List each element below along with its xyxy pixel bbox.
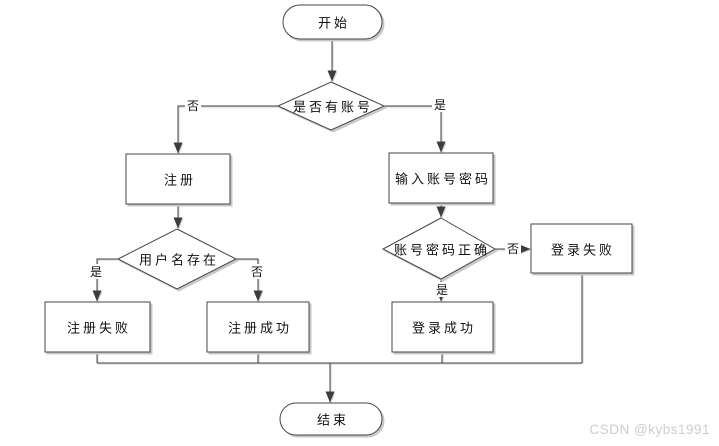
node-login-fail-process [530,223,633,274]
edge-username-exists-no-to-register-success [236,258,263,302]
edge-label-bg [185,98,201,113]
nodes [44,4,633,436]
node-username-exists-decision [116,228,238,290]
edge-label-bg [434,282,450,297]
register-label: 注册 [164,173,196,188]
username-exists-yes-label: 是 [90,265,102,279]
node-register-process [125,153,231,205]
credentials-correct-label: 账号密码正确 [394,243,490,258]
input-credentials-label: 输入账号密码 [395,172,491,187]
login-success-label: 登录成功 [412,321,476,336]
has-account-yes-label: 是 [434,98,446,112]
edge-label-bg [88,264,104,279]
username-exists-label: 用户名存在 [139,253,219,268]
node-register-fail-process [44,301,151,353]
node-has-account-decision [276,81,386,131]
node-login-success-process [391,301,494,353]
login-fail-label: 登录失败 [551,243,615,258]
end-label: 结束 [317,413,349,428]
edge-label-bg [505,241,521,256]
username-exists-no-label: 否 [251,265,263,279]
register-fail-label: 注册失败 [67,321,131,336]
register-success-label: 注册成功 [228,321,292,336]
has-account-no-label: 否 [187,99,199,113]
credentials-correct-no-label: 否 [507,242,519,256]
node-labels: 开始 是否有账号 注册 输入账号密码 用户名存在 注册失败 注册成功 账号密码正… [67,16,615,428]
node-register-success-process [206,301,310,353]
start-label: 开始 [318,16,350,31]
connectors [92,39,583,403]
edge-has-account-yes-to-input [384,105,446,153]
node-start-terminator [282,4,383,40]
edge-username-exists-yes-to-register-fail [92,258,118,302]
node-input-credentials-process [388,152,494,204]
csdn-watermark: CSDN @kybs1991 [589,422,710,437]
credentials-correct-yes-label: 是 [436,283,448,297]
has-account-label: 是否有账号 [293,100,373,115]
edge-label-bg [249,264,265,279]
node-credentials-correct-decision [381,217,497,280]
node-end-terminator [279,402,383,436]
edge-labels: 否 是 是 否 否 是 [88,97,521,297]
edge-has-account-no-to-register [173,105,278,154]
edge-label-bg [432,97,448,112]
